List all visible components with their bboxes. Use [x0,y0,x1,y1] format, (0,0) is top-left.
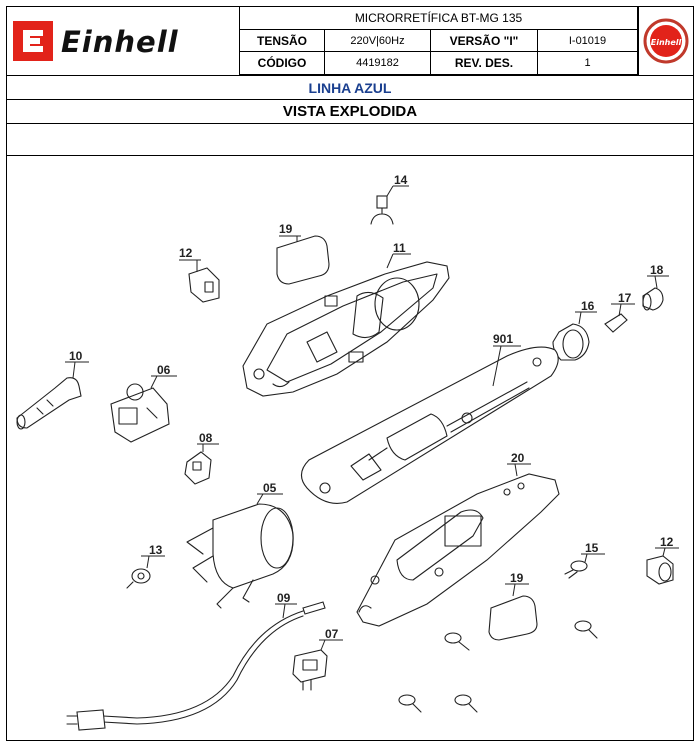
part-11-drawing [242,253,450,397]
line-band: LINHA AZUL [7,75,693,99]
exploded-drawing: 14 19 12 [7,155,693,740]
label-18: 18 [650,263,664,277]
tensao-value: 220V|60Hz [325,30,431,52]
label-901: 901 [493,332,513,346]
screws-drawing [398,620,598,713]
part-19b-drawing [488,583,538,641]
label-10: 10 [69,349,83,363]
label-07: 07 [325,627,339,641]
versao-value: I-01019 [538,30,638,52]
label-12b: 12 [660,535,674,549]
part-14-drawing [370,185,409,225]
rev-value: 1 [538,52,638,75]
label-06: 06 [157,363,171,377]
part-06-drawing [110,375,177,443]
view-band: VISTA EXPLODIDA [7,99,693,123]
label-09: 09 [277,591,291,605]
part-13-drawing [126,555,165,589]
product-title: MICRORRETÍFICA BT-MG 135 [240,7,638,30]
codigo-label: CÓDIGO [240,52,325,75]
part-12b-drawing [646,547,679,585]
einhell-logo-icon: Einhell [13,21,179,61]
header-table: Einhell MICRORRETÍFICA BT-MG 135 TENSÃO … [7,7,693,75]
label-17: 17 [618,291,632,305]
tensao-label: TENSÃO [240,30,325,52]
exploded-view-sheet: Einhell MICRORRETÍFICA BT-MG 135 TENSÃO … [6,6,694,741]
part-901-drawing [300,345,559,504]
label-05: 05 [263,481,277,495]
label-14: 14 [394,173,408,187]
label-11: 11 [393,241,406,255]
part-20-drawing [356,463,560,627]
seal-text: Einhell [651,38,682,47]
label-19b: 19 [510,571,524,585]
einhell-seal-icon: Einhell [643,18,689,64]
part-07-drawing [292,639,343,691]
part-09-drawing [66,601,326,731]
versao-label: VERSÃO "I" [431,30,538,52]
rev-label: REV. DES. [431,52,538,75]
label-16: 16 [581,299,595,313]
part-08-drawing [184,443,219,485]
part-10-drawing [16,361,89,430]
part-19a-drawing [276,235,330,285]
label-13: 13 [149,543,163,557]
part-16-drawing [552,311,597,361]
label-20: 20 [511,451,525,465]
label-12a: 12 [179,246,193,260]
label-08: 08 [199,431,213,445]
seal: Einhell [638,7,693,75]
label-19a: 19 [279,222,293,236]
part-18-drawing [642,275,669,311]
part-05-drawing [186,493,294,609]
part-12a-drawing [179,259,220,303]
codigo-value: 4419182 [325,52,431,75]
exploded-view-svg: 14 19 12 [16,173,679,731]
part-15-drawing [564,553,605,579]
brand-name: Einhell [61,25,179,59]
label-15: 15 [585,541,599,555]
empty-band [7,123,693,155]
brand-logo: Einhell [7,7,240,75]
part-17-drawing [604,303,635,333]
